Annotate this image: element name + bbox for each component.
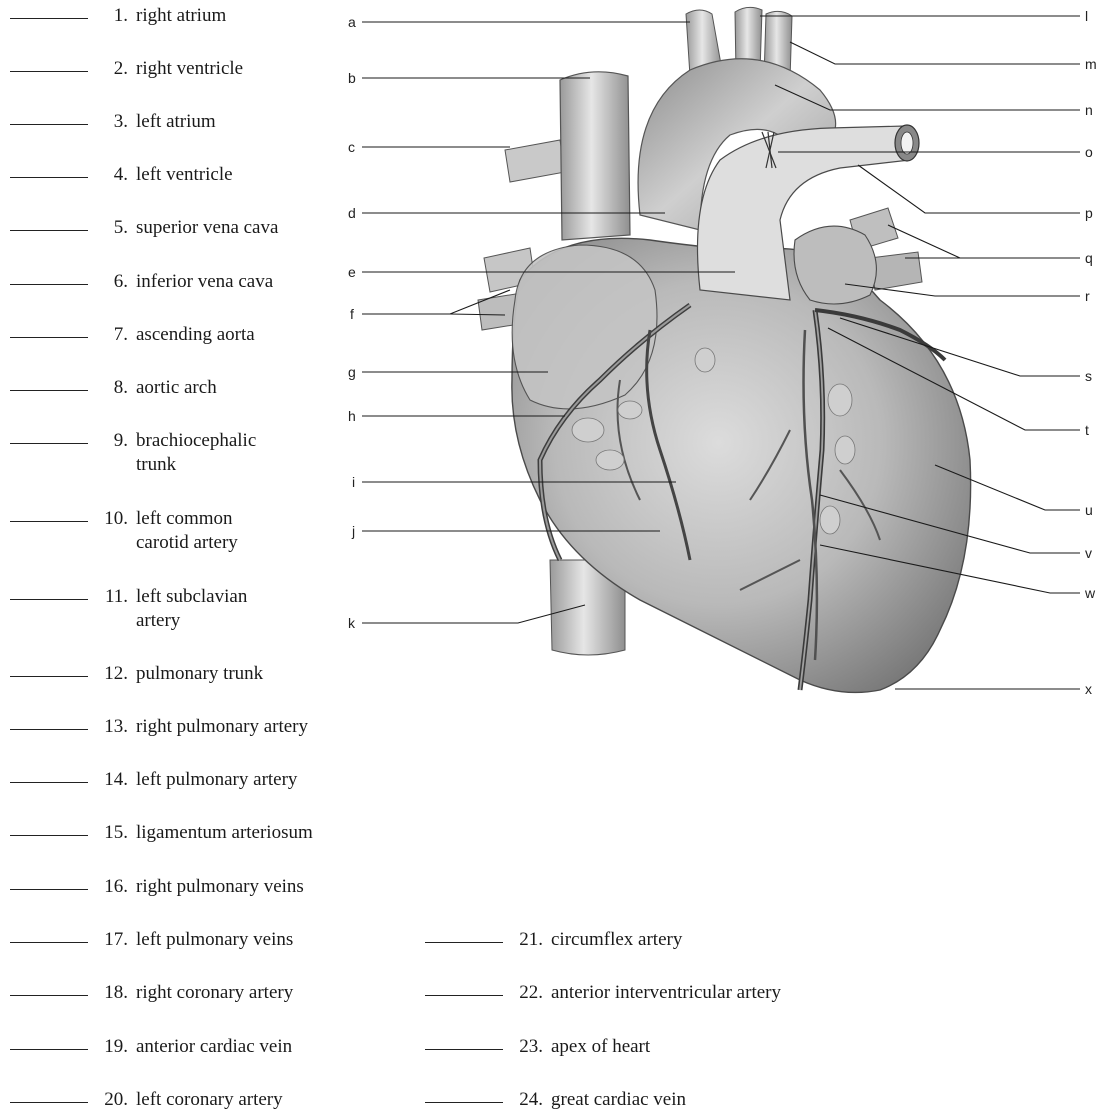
item-number: 22. [507,981,543,1005]
item-number: 23. [507,1035,543,1059]
label-b: b [348,70,356,86]
label-j: j [351,523,355,539]
label-n: n [1085,102,1093,118]
label-w: w [1084,585,1096,601]
label-o: o [1085,144,1093,160]
item-number: 20. [92,1088,128,1112]
item-label: ligamentum arteriosum [136,821,313,845]
label-l: l [1085,8,1088,24]
item-number: 17. [92,928,128,952]
label-h: h [348,408,356,424]
item-number: 14. [92,768,128,792]
item-number: 24. [507,1088,543,1112]
label-a: a [348,14,356,30]
answer-blank[interactable] [10,821,88,836]
label-x: x [1085,681,1092,697]
item-number: 18. [92,981,128,1005]
answer-blank[interactable] [425,928,503,943]
list-item: 18. right coronary artery [10,981,293,1005]
item-label: circumflex artery [551,928,682,952]
list-item: 17. left pulmonary veins [10,928,293,952]
item-label: anterior cardiac vein [136,1035,292,1059]
list-item: 19. anterior cardiac vein [10,1035,292,1059]
item-label: left pulmonary veins [136,928,293,952]
label-r: r [1085,288,1090,304]
item-label: left pulmonary artery [136,768,297,792]
item-number: 15. [92,821,128,845]
heart-diagram: a b c d e f g h i j k l m n o p q r s t … [0,0,1103,720]
answer-blank[interactable] [10,875,88,890]
answer-blank[interactable] [425,1035,503,1050]
superior-vena-cava-shape [560,72,630,240]
list-item: 23. apex of heart [425,1035,650,1059]
answer-blank[interactable] [10,1088,88,1103]
answer-blank[interactable] [10,768,88,783]
label-t: t [1085,422,1089,438]
label-g: g [348,364,356,380]
right-pulmonary-artery-shape [505,140,565,182]
label-u: u [1085,502,1093,518]
answer-blank[interactable] [10,1035,88,1050]
item-label: apex of heart [551,1035,650,1059]
list-item: 16. right pulmonary veins [10,875,304,899]
label-q: q [1085,250,1093,266]
item-label: great cardiac vein [551,1088,686,1112]
answer-blank[interactable] [10,981,88,996]
answer-blank[interactable] [425,981,503,996]
label-f: f [350,306,354,322]
list-item: 21. circumflex artery [425,928,682,952]
label-e: e [348,264,356,280]
list-item: 14. left pulmonary artery [10,768,297,792]
label-s: s [1085,368,1092,384]
label-c: c [348,139,355,155]
list-item: 15. ligamentum arteriosum [10,821,313,845]
item-number: 19. [92,1035,128,1059]
label-d: d [348,205,356,221]
item-label: right coronary artery [136,981,293,1005]
list-item: 24. great cardiac vein [425,1088,686,1112]
label-m: m [1085,56,1097,72]
label-k: k [348,615,356,631]
label-i: i [352,474,355,490]
list-item: 20. left coronary artery [10,1088,283,1112]
right-atrium-shape [512,245,657,409]
label-v: v [1085,545,1092,561]
item-label: anterior interventricular artery [551,981,781,1005]
list-item: 22. anterior interventricular artery [425,981,781,1005]
left-pulmonary-artery-lumen [901,132,913,154]
left-atrium-shape [794,226,876,304]
answer-blank[interactable] [425,1088,503,1103]
item-label: right pulmonary veins [136,875,304,899]
item-number: 21. [507,928,543,952]
label-p: p [1085,205,1093,221]
answer-blank[interactable] [10,928,88,943]
item-number: 16. [92,875,128,899]
item-label: left coronary artery [136,1088,283,1112]
